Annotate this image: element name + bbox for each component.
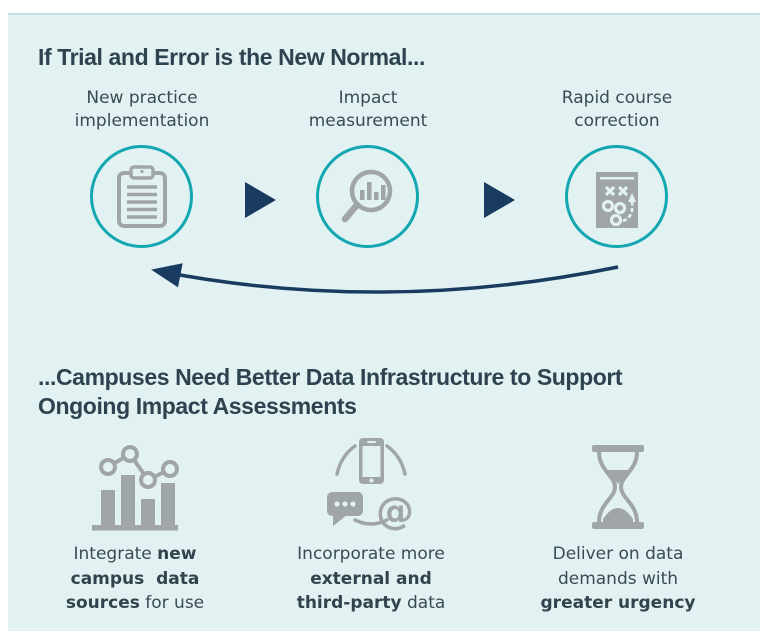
top-section-title: If Trial and Error is the New Normal... xyxy=(38,44,426,70)
bottom-title-line: ...Campuses Need Better Data Infrastruct… xyxy=(38,364,623,390)
step-circle-rapid-correction xyxy=(565,145,668,248)
hourglass-icon xyxy=(592,445,644,529)
step-label-line: measurement xyxy=(308,111,428,131)
caption-text: Integrate xyxy=(73,544,158,564)
caption-text: Incorporate more xyxy=(297,544,445,564)
caption-text-bold: campus data xyxy=(70,568,200,589)
caption-text-bold: new xyxy=(157,544,197,564)
step-label-line: correction xyxy=(574,111,660,131)
infographic-panel: If Trial and Error is the New Normal... … xyxy=(8,13,760,631)
step-label-line: Rapid course xyxy=(561,88,673,108)
caption-integrate-sources: Integrate new campus data sources for us… xyxy=(20,542,250,616)
bottom-section-title: ...Campuses Need Better Data Infrastruct… xyxy=(38,363,623,421)
strategy-board-icon xyxy=(595,171,638,228)
step-circle-new-practice xyxy=(90,145,193,248)
caption-line: Deliver on data xyxy=(503,542,733,567)
caption-text: demands with xyxy=(557,568,679,589)
caption-line: sources for use xyxy=(20,591,250,616)
flow-arrow-icon xyxy=(245,182,276,218)
caption-external-data: Incorporate more external and third-part… xyxy=(256,542,486,616)
caption-greater-urgency: Deliver on data demands with greater urg… xyxy=(503,542,733,616)
step-label-line: New practice xyxy=(86,88,198,108)
caption-text: Deliver on data xyxy=(552,544,684,564)
device-communication-icon: @ xyxy=(327,438,414,532)
bar-chart-trend-icon xyxy=(92,445,179,531)
caption-line: Integrate new xyxy=(20,542,250,567)
magnifier-chart-icon xyxy=(341,169,392,222)
caption-text-bold: third-party xyxy=(296,593,402,613)
clipboard-icon xyxy=(116,164,167,228)
caption-text-bold: external and xyxy=(310,568,432,589)
step-circle-impact-measurement xyxy=(316,145,419,248)
caption-line: Incorporate more xyxy=(256,542,486,567)
step-label-line: Impact xyxy=(338,88,398,108)
step-label-rapid-correction: Rapid course correction xyxy=(507,87,727,133)
step-label-line: implementation xyxy=(74,111,210,131)
caption-line: campus data xyxy=(20,567,250,592)
caption-text-bold: sources xyxy=(65,593,140,613)
caption-line: demands with xyxy=(503,567,733,592)
feedback-loop-arrow-icon xyxy=(151,263,619,294)
caption-line: external and xyxy=(256,567,486,592)
flow-arrow-icon xyxy=(484,182,515,218)
caption-text: for use xyxy=(139,593,205,613)
step-label-impact-measurement: Impact measurement xyxy=(258,87,478,133)
svg-text:@: @ xyxy=(376,489,414,532)
caption-line: third-party data xyxy=(256,591,486,616)
caption-text: data xyxy=(401,593,446,613)
caption-line: greater urgency xyxy=(503,591,733,616)
bottom-title-line: Ongoing Impact Assessments xyxy=(38,393,357,419)
caption-text-bold: greater urgency xyxy=(540,593,696,613)
step-label-new-practice: New practice implementation xyxy=(32,87,252,133)
